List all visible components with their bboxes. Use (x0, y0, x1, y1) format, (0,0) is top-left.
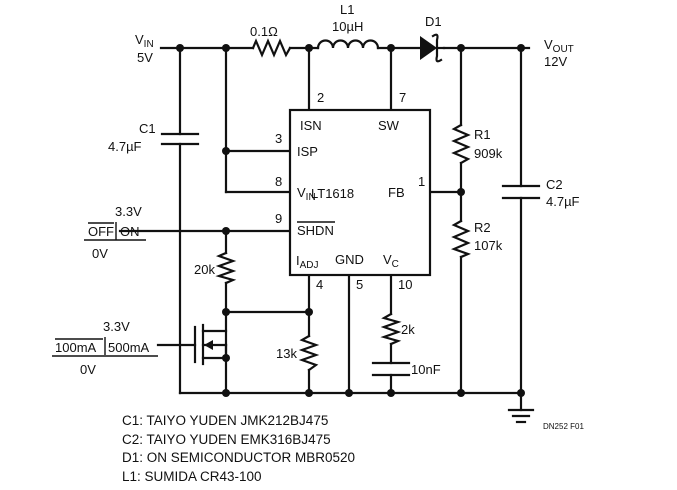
resistor-13k-value: 13k (276, 346, 297, 361)
inductor-value: 10µH (332, 19, 363, 34)
note-l1: L1: SUMIDA CR43-100 (122, 468, 262, 484)
capacitor-c2 (501, 184, 541, 200)
diode-ref: D1 (425, 14, 442, 29)
pin-label-vc: VC (383, 252, 399, 270)
resistor-r1 (451, 123, 471, 165)
pin-num-4: 4 (316, 277, 323, 292)
shdn-on-label: ON (120, 224, 140, 239)
pin-label-vin: VIN (297, 185, 316, 203)
vout-label: VOUT (544, 37, 574, 55)
vin-value: 5V (137, 50, 153, 65)
c1-value: 4.7µF (108, 139, 142, 154)
sense-resistor (251, 38, 292, 58)
pin-label-shdn: SHDN (297, 223, 334, 238)
pin-num-2: 2 (317, 90, 324, 105)
resistor-20k (215, 251, 237, 285)
c2-ref: C2 (546, 177, 563, 192)
note-d1: D1: ON SEMICONDUCTOR MBR0520 (122, 450, 356, 465)
inductor-ref: L1 (340, 2, 354, 17)
pin-num-5: 5 (356, 277, 363, 292)
resistor-2k (380, 312, 402, 346)
pin-num-7: 7 (399, 90, 406, 105)
shdn-low-level: 0V (92, 246, 108, 261)
pin-label-isp: ISP (297, 144, 318, 159)
pin-num-1: 1 (418, 174, 425, 189)
ic-name: LT1618 (311, 186, 354, 201)
current-high-level: 3.3V (103, 319, 130, 334)
resistor-20k-value: 20k (194, 262, 215, 277)
current-right-label: 500mA (108, 340, 150, 355)
ground-symbol (507, 408, 535, 424)
current-control: 3.3V 100mA 500mA 0V (52, 319, 158, 377)
pin-label-gnd: GND (335, 252, 364, 267)
pin-num-10: 10 (398, 277, 412, 292)
r2-ref: R2 (474, 220, 491, 235)
vin-label: VIN (135, 32, 154, 50)
vout-value: 12V (544, 54, 567, 69)
resistor-13k (298, 334, 320, 372)
resistor-2k-value: 2k (401, 322, 415, 337)
shdn-control: 3.3V OFF ON 0V (84, 204, 146, 261)
r2-value: 107k (474, 238, 503, 253)
current-left-label: 100mA (55, 340, 97, 355)
note-c2: C2: TAIYO YUDEN EMK316BJ475 (122, 431, 331, 447)
note-c1: C1: TAIYO YUDEN JMK212BJ475 (122, 413, 329, 428)
shdn-off-label: OFF (88, 224, 114, 239)
shdn-high-level: 3.3V (115, 204, 142, 219)
pin-num-8: 8 (275, 174, 282, 189)
current-low-level: 0V (80, 362, 96, 377)
junction-dots (176, 44, 525, 397)
pin-num-3: 3 (275, 131, 282, 146)
pin-num-9: 9 (275, 211, 282, 226)
capacitor-10nf-value: 10nF (411, 362, 441, 377)
mosfet-switch (193, 323, 228, 366)
figure-id: DN252 F01 (543, 422, 584, 431)
schottky-diode-d1 (420, 33, 446, 63)
sense-resistor-value: 0.1Ω (250, 24, 278, 39)
c2-value: 4.7µF (546, 194, 580, 209)
r1-ref: R1 (474, 127, 491, 142)
pin-label-sw: SW (378, 118, 400, 133)
ic-body (288, 108, 432, 277)
pin-label-iadj: IADJ (296, 253, 319, 271)
r1-value: 909k (474, 146, 503, 161)
inductor-l1 (316, 39, 380, 50)
resistor-r2 (450, 219, 472, 259)
c1-ref: C1 (139, 121, 156, 136)
capacitor-c1 (160, 132, 200, 146)
pin-label-fb: FB (388, 185, 405, 200)
pin-label-isn: ISN (300, 118, 322, 133)
capacitor-10nf (371, 361, 411, 377)
component-notes: C1: TAIYO YUDEN JMK212BJ475 C2: TAIYO YU… (122, 412, 355, 486)
